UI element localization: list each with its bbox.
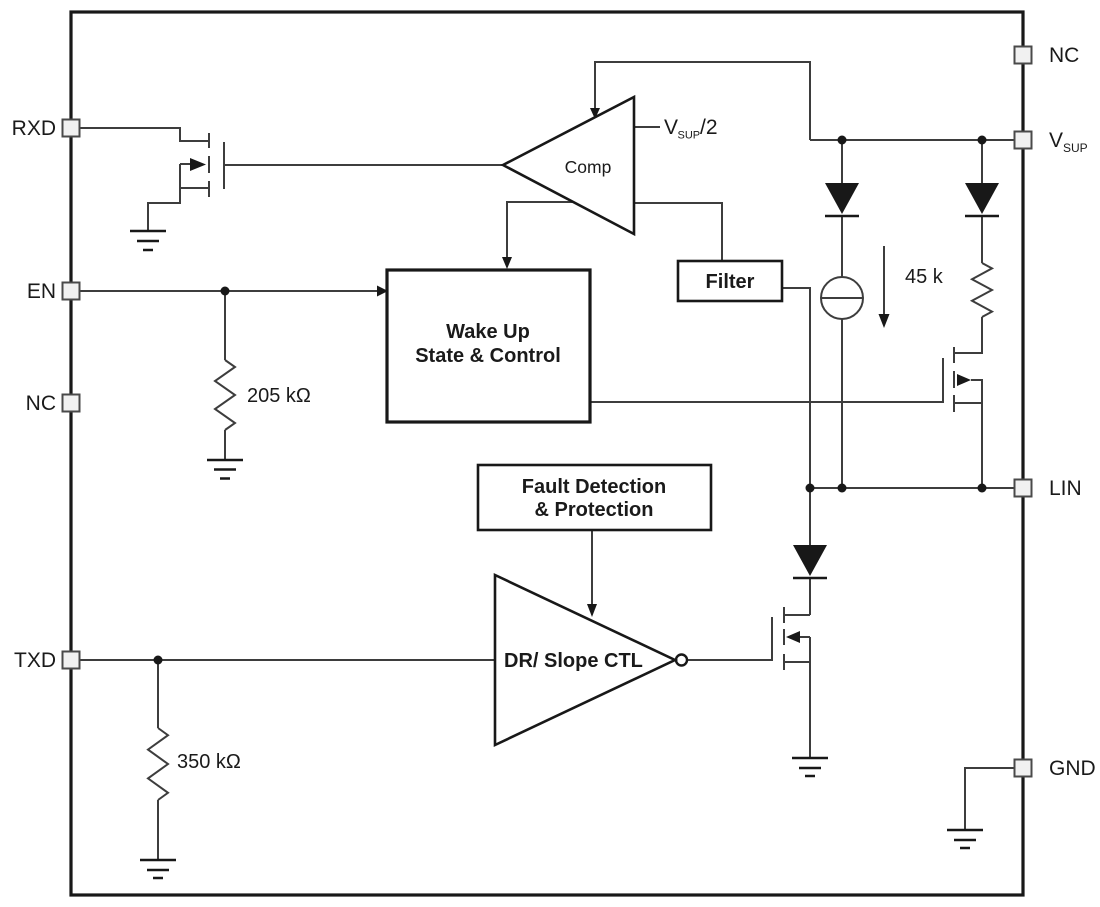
resistor-205k <box>213 359 237 431</box>
ground-icon-en <box>207 458 243 480</box>
rxd-mosfet <box>179 133 225 197</box>
pin-vsup-label-subscript: SUP <box>1063 141 1088 155</box>
fault-label-line1: Fault Detection <box>522 476 666 498</box>
junction-dot <box>837 483 847 493</box>
ground-icon-rxd <box>130 229 166 252</box>
comp-reference-label: V <box>664 116 678 139</box>
current-source <box>820 276 864 320</box>
driver-triangle <box>493 572 679 748</box>
comparator-label: Comp <box>565 157 612 177</box>
driver-label: DR/ Slope CTL <box>504 650 643 672</box>
junction-dot <box>977 483 987 493</box>
wakeup-label-line2: State & Control <box>415 345 561 367</box>
pullup-fet-drain-contact <box>954 317 983 354</box>
blocking-diode-right <box>965 183 999 218</box>
resistor-350k <box>146 727 170 801</box>
junction-dot <box>977 135 987 145</box>
gnd-wire <box>964 767 1014 830</box>
ground-icon-driver <box>792 756 828 778</box>
comp-supply-wire <box>594 61 811 140</box>
junction-dot <box>220 286 230 296</box>
rxd-mosfet-body-source <box>179 163 209 189</box>
ground-icon-gnd-pin <box>947 828 983 850</box>
pin-txd-label: TXD <box>14 649 56 672</box>
pin-rxd-label: RXD <box>12 117 56 140</box>
resistor-45k <box>969 262 995 318</box>
fault-block <box>476 463 713 532</box>
pin-en-label: EN <box>27 280 56 303</box>
wakeup-label-line1: Wake Up <box>446 321 530 343</box>
driver-gate-wire <box>687 617 773 661</box>
comp-reference-subscript: SUP <box>678 130 701 142</box>
fault-arrowhead <box>587 604 597 617</box>
diode-icon <box>793 545 827 576</box>
pullup-fet-source-contact <box>954 379 983 488</box>
filter-block <box>676 259 784 303</box>
junction-dot <box>153 655 163 665</box>
blocking-diode-left <box>825 183 859 218</box>
diode-icon <box>965 183 999 214</box>
rxd-fet-source-wire <box>147 188 181 231</box>
pin-lin-label: LIN <box>1049 477 1082 500</box>
pin-gnd-label: GND <box>1049 757 1096 780</box>
comparator-triangle <box>500 94 636 237</box>
wakeup-to-gate-wire <box>590 358 944 403</box>
pin-txd <box>61 650 81 670</box>
pin-en <box>61 281 81 301</box>
diode-icon <box>825 183 859 214</box>
filter-to-lin-wire <box>782 287 811 488</box>
junction-dots <box>153 135 987 665</box>
diode-branch-leads <box>841 140 983 277</box>
wakeup-block <box>385 268 592 424</box>
driver-mosfet-body-arrow-icon <box>786 631 800 643</box>
driver-fet-contacts <box>784 614 811 758</box>
ic-boundary <box>69 10 1025 897</box>
pullup-mosfet-body-arrow-icon <box>957 374 971 386</box>
pin-rxd <box>61 118 81 138</box>
resistor-45k-label: 45 k <box>905 266 944 288</box>
rxd-wire <box>79 127 208 142</box>
pin-vsup-label: V <box>1049 129 1063 152</box>
ground-icon-txd <box>140 858 176 880</box>
pin-lin <box>1013 478 1033 498</box>
pin-boxes <box>61 45 1033 778</box>
arrowheads <box>377 108 890 617</box>
comp-to-filter-wire <box>634 202 723 260</box>
fault-label-line2: & Protection <box>535 499 654 521</box>
pin-nc-left <box>61 393 81 413</box>
rxd-mosfet-body-arrow-icon <box>190 158 206 171</box>
lin-driver-diode <box>793 545 827 580</box>
junction-dot <box>805 483 815 493</box>
junction-dot <box>837 135 847 145</box>
inverter-bubble-icon <box>674 653 689 667</box>
current-arrowhead <box>878 314 890 328</box>
pin-gnd <box>1013 758 1033 778</box>
comp-to-wakeup-arrowhead <box>502 257 512 269</box>
comp-to-wakeup-wire <box>506 201 573 258</box>
lin-pullup-mosfet <box>953 347 971 412</box>
comp-reference-suffix: /2 <box>700 116 718 139</box>
pin-nc-right-label: NC <box>1049 44 1079 67</box>
comp-supply-arrowhead <box>590 108 600 119</box>
resistor-350k-label: 350 kΩ <box>177 751 241 773</box>
resistor-205k-label: 205 kΩ <box>247 385 311 407</box>
pin-vsup <box>1013 130 1033 150</box>
filter-label: Filter <box>706 271 755 293</box>
pin-nc-left-label: NC <box>26 392 56 415</box>
lin-driver-mosfet <box>783 607 800 670</box>
pin-nc-right <box>1013 45 1033 65</box>
en-arrowhead <box>377 285 388 297</box>
